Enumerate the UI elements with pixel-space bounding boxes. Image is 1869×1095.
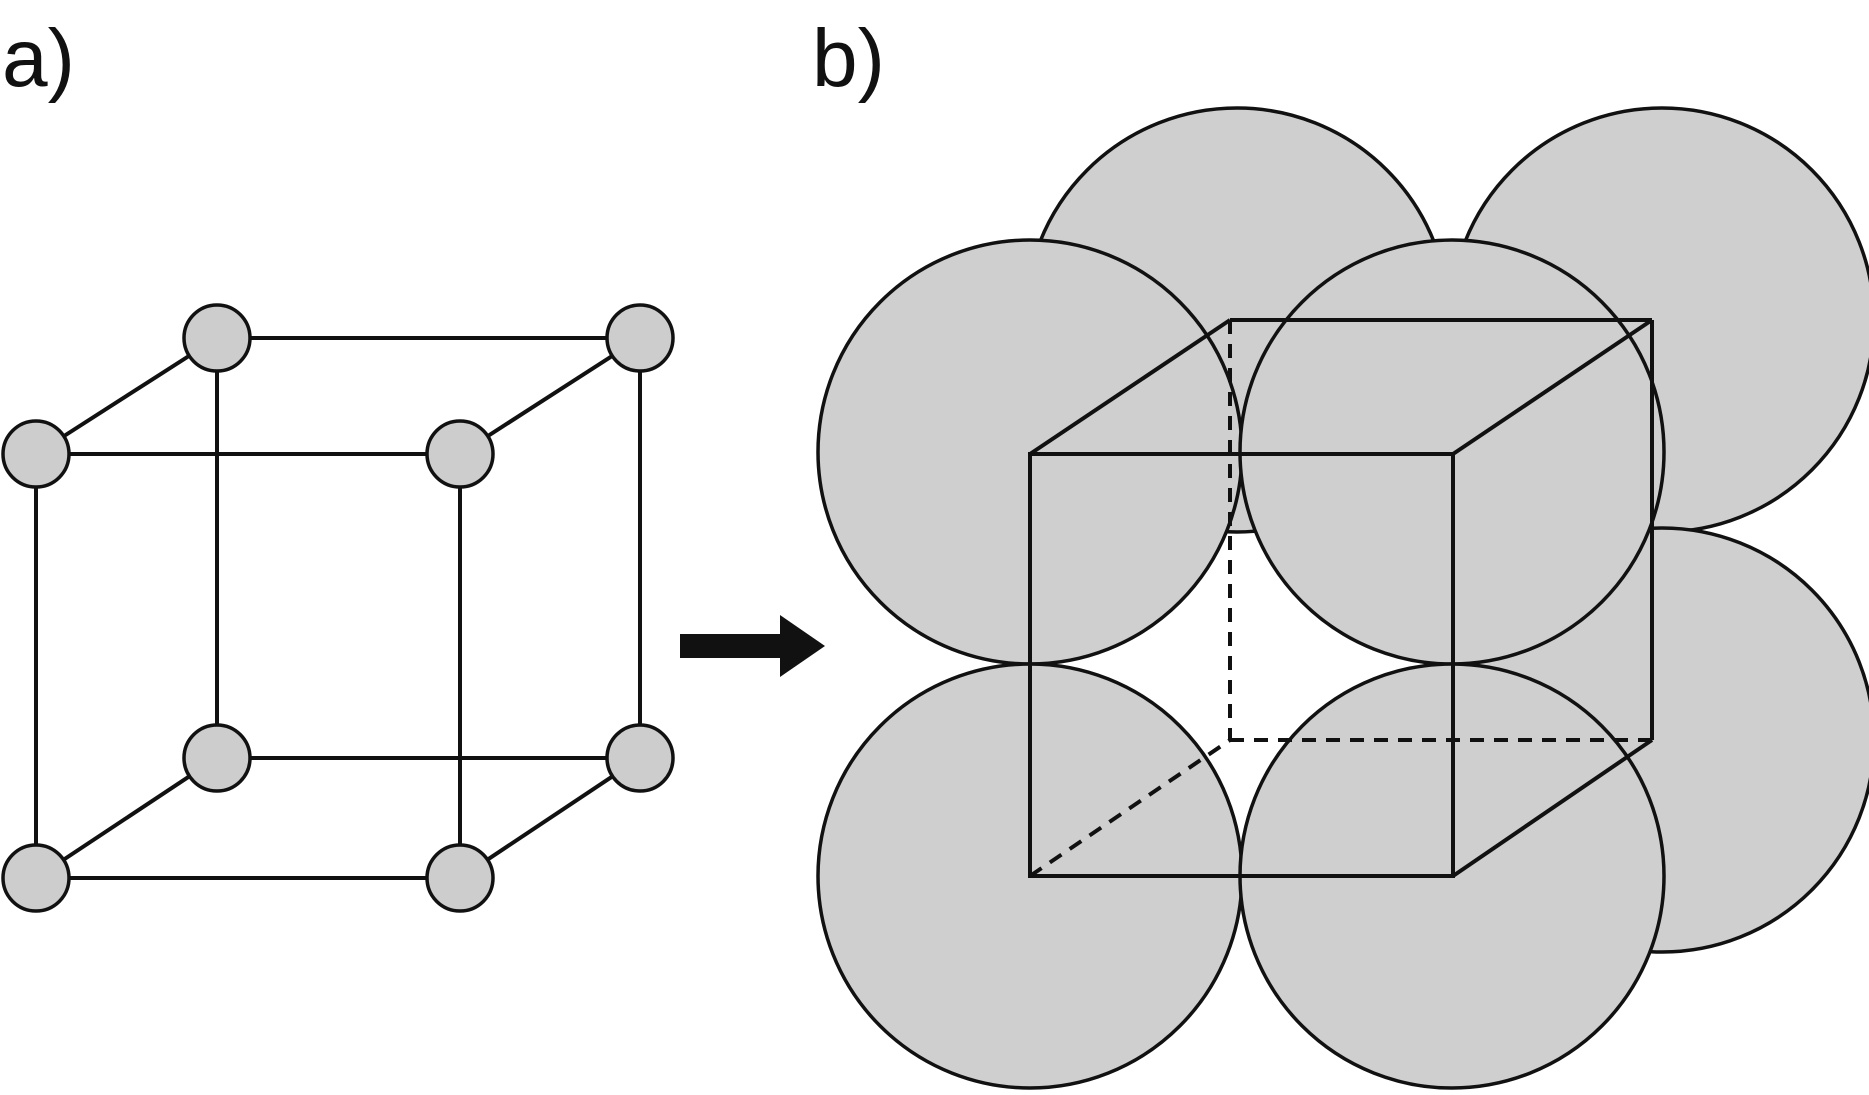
atom — [1, 843, 71, 913]
unit-cell — [1028, 318, 1654, 878]
unit-cell-edge — [1451, 738, 1654, 878]
unit-cell-edge — [1028, 318, 1232, 456]
panel-b-label: b) — [812, 13, 885, 104]
unit-cell-edge — [1451, 318, 1654, 456]
unit-cell-hidden-edges — [1028, 320, 1652, 878]
atom — [182, 303, 252, 373]
lattice-edge — [34, 756, 219, 880]
atom — [425, 843, 495, 913]
right-arrow-icon — [680, 615, 825, 677]
lattice-edge — [34, 336, 219, 456]
panel-b-sphere-packing — [816, 106, 1869, 1090]
lattice-edge — [458, 336, 642, 456]
packed-spheres — [816, 106, 1869, 1090]
lattice-atoms — [1, 303, 675, 913]
atom — [605, 303, 675, 373]
unit-cell-hidden-edge — [1028, 738, 1232, 878]
lattice-edges — [34, 336, 642, 880]
panel-a-lattice — [1, 303, 675, 913]
panel-a-label: a) — [2, 13, 75, 104]
atom — [1, 419, 71, 489]
unit-cell-front-face — [1028, 452, 1455, 878]
atom — [605, 723, 675, 793]
lattice-edge — [458, 756, 642, 880]
atom — [425, 419, 495, 489]
atom — [182, 723, 252, 793]
